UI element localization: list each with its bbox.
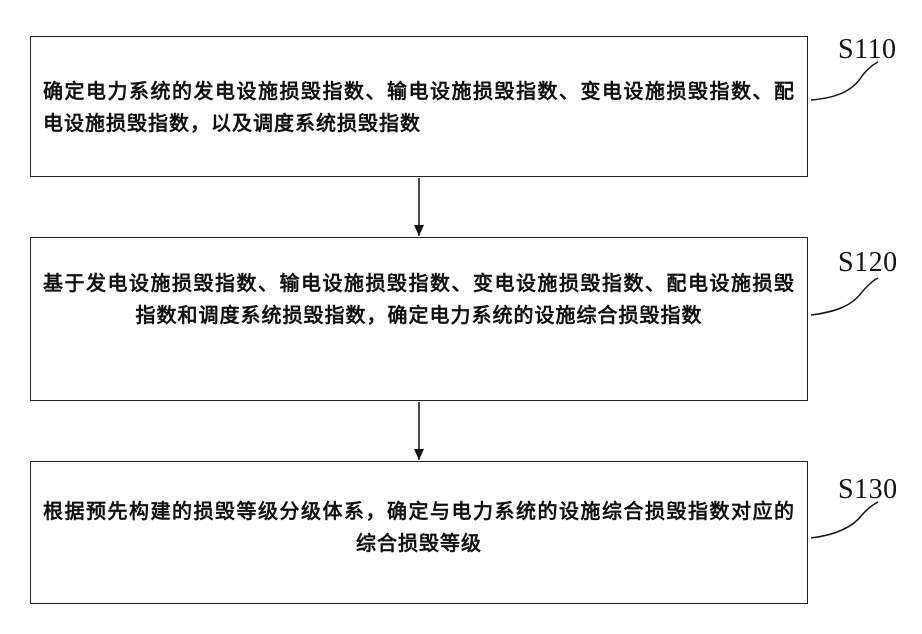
step-label-s130: S130 — [838, 474, 898, 506]
step-label-s110: S110 — [838, 34, 897, 66]
step-box-s110: 确定电力系统的发电设施损毁指数、输电设施损毁指数、变电设施损毁指数、配电设施损毁… — [30, 36, 808, 177]
step-box-s120: 基于发电设施损毁指数、输电设施损毁指数、变电设施损毁指数、配电设施损毁指数和调度… — [30, 237, 808, 401]
leader-line-s120 — [811, 278, 878, 315]
leader-line-s110 — [811, 62, 878, 100]
step-box-s130: 根据预先构建的损毁等级分级体系，确定与电力系统的设施综合损毁指数对应的综合损毁等… — [30, 461, 808, 604]
step-text-s110: 确定电力系统的发电设施损毁指数、输电设施损毁指数、变电设施损毁指数、配电设施损毁… — [43, 75, 795, 139]
leader-line-s130 — [811, 502, 878, 538]
step-label-s120: S120 — [838, 247, 898, 279]
step-text-s130: 根据预先构建的损毁等级分级体系，确定与电力系统的设施综合损毁指数对应的综合损毁等… — [43, 495, 795, 559]
step-text-s120: 基于发电设施损毁指数、输电设施损毁指数、变电设施损毁指数、配电设施损毁指数和调度… — [43, 267, 795, 331]
